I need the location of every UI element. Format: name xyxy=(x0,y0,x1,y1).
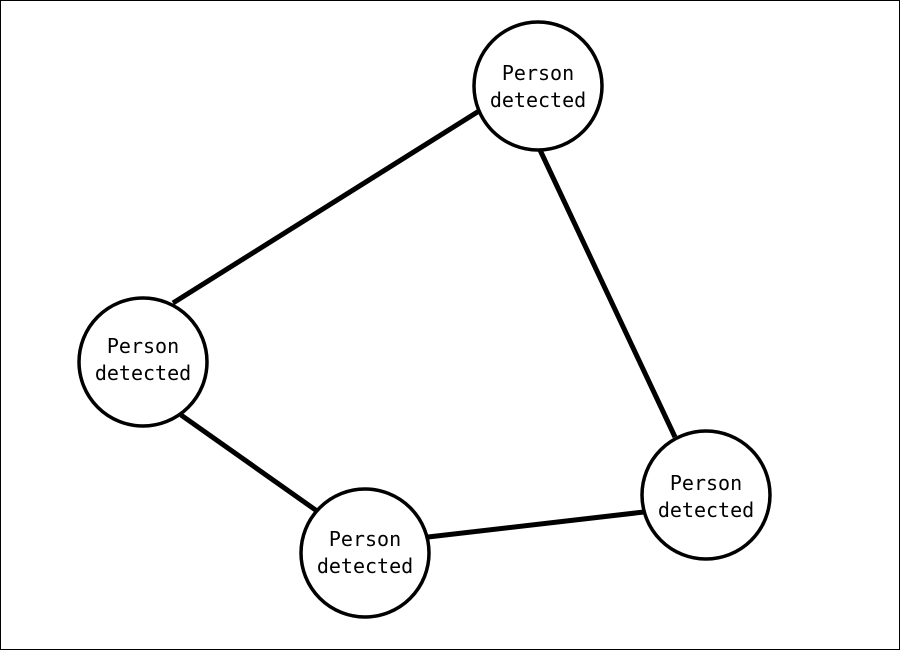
node-circle xyxy=(77,296,209,428)
edge-left-bottom xyxy=(179,412,319,514)
node-right: Person detected xyxy=(640,429,772,561)
node-circle xyxy=(472,20,604,152)
node-label-line1: Person xyxy=(329,527,401,551)
node-label-line2: detected xyxy=(658,498,754,522)
node-label-line2: detected xyxy=(317,554,413,578)
node-circle xyxy=(299,487,431,619)
edge-left-top xyxy=(171,108,481,306)
edge-bottom-right xyxy=(427,509,645,540)
node-top: Person detected xyxy=(472,20,604,152)
node-label-line2: detected xyxy=(490,88,586,112)
node-label-line1: Person xyxy=(670,471,742,495)
node-label-line2: detected xyxy=(95,361,191,385)
node-bottom: Person detected xyxy=(299,487,431,619)
node-label-line1: Person xyxy=(502,61,574,85)
node-left: Person detected xyxy=(77,296,209,428)
edge-top-right xyxy=(537,148,678,439)
node-label-line1: Person xyxy=(107,334,179,358)
node-circle xyxy=(640,429,772,561)
